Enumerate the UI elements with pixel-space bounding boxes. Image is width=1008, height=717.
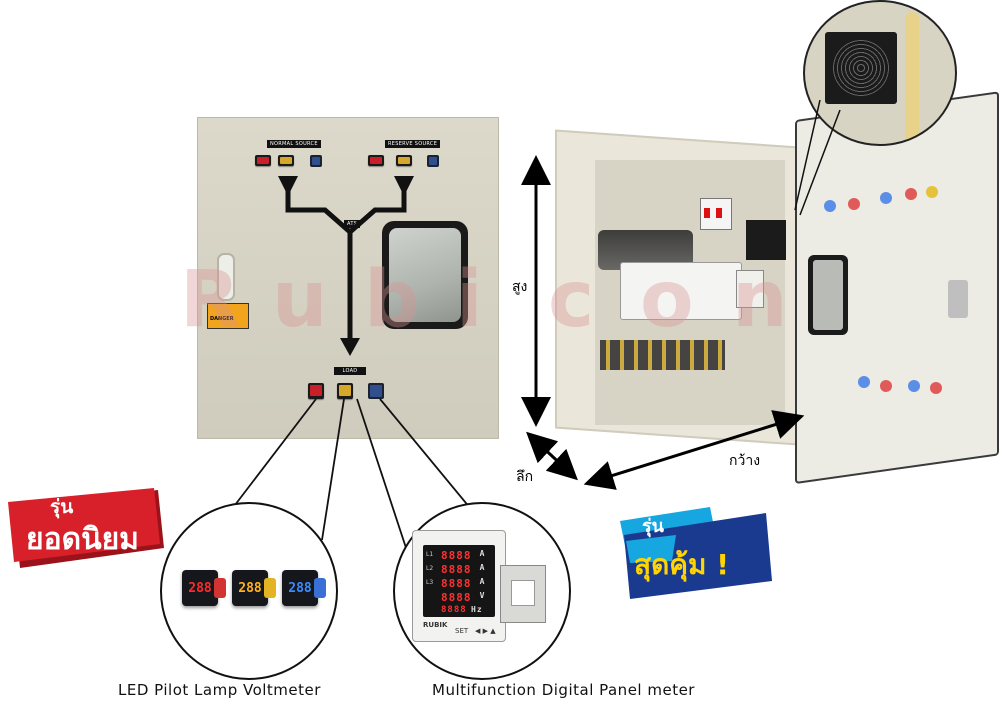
caption-digital-meter: Multifunction Digital Panel meter	[432, 681, 695, 699]
depth-label: ลึก	[516, 469, 534, 485]
pilot-lamp-yellow: 288	[232, 570, 276, 606]
meter-row-value: 8888	[441, 549, 472, 562]
meter-row-unit: V	[479, 591, 486, 600]
height-label: สูง	[512, 279, 528, 295]
meter-label-l3: L3	[426, 579, 434, 586]
meter-viewing-window	[382, 221, 468, 329]
load-red-meter	[308, 383, 324, 399]
normal-red-meter	[255, 155, 271, 166]
reserve-red-meter	[368, 155, 384, 166]
door-viewing-window	[808, 255, 848, 335]
load-blue-lamp	[368, 383, 384, 399]
pilot-lamp-red-display: 288	[188, 580, 212, 596]
meter-row-unit: Hz	[471, 605, 483, 614]
door-lamp-blue-2	[880, 192, 892, 204]
pilot-lamp-blue-display: 288	[288, 580, 312, 596]
meter-row-unit: A	[479, 563, 486, 572]
value-badge-line1: รุ่น	[642, 516, 664, 537]
door-lamp-blue-1	[824, 200, 836, 212]
popular-model-badge: รุ่น ยอดนิยม	[8, 488, 166, 578]
ats-switch-unit	[620, 262, 742, 320]
normal-yellow-meter	[278, 155, 294, 166]
danger-warning-plate: DANGER	[207, 303, 249, 329]
ats-tag: ATS	[344, 220, 361, 228]
cabinet-fan-icon	[746, 220, 786, 260]
meter-row-unit: A	[479, 577, 486, 586]
danger-label: DANGER	[210, 316, 234, 322]
meter-set-button: SET	[455, 627, 469, 635]
width-label: กว้าง	[729, 453, 761, 469]
pilot-lamp-yellow-display: 288	[238, 580, 262, 596]
pilot-lamp-callout-circle: 288 288 288	[160, 502, 338, 680]
door-lamp-yellow	[926, 186, 938, 198]
door-lamp-blue-3	[858, 376, 870, 388]
terminal-block-strip	[600, 340, 725, 370]
caption-pilot-lamp: LED Pilot Lamp Voltmeter	[118, 681, 321, 699]
best-value-badge: รุ่น สุดคุ้ม !	[620, 505, 772, 600]
pilot-lamp-blue: 288	[282, 570, 326, 606]
pilot-lamp-red: 288	[182, 570, 226, 606]
door-lamp-blue-4	[908, 380, 920, 392]
current-transformer	[500, 565, 546, 623]
reserve-blue-lamp	[427, 155, 439, 167]
meter-row-value: 8888	[441, 591, 472, 604]
popular-badge-line1: รุ่น	[50, 496, 74, 518]
exhaust-fan-icon	[825, 32, 897, 104]
breaker-switch-1	[704, 208, 710, 218]
reserve-source-tag: RESERVE SOURCE	[385, 140, 441, 148]
fan-zoom-circle	[803, 0, 957, 146]
load-tag: LOAD	[334, 367, 366, 375]
meter-arrow-buttons: ◀ ▶ ▲	[475, 627, 496, 635]
door-lamp-red-2	[905, 188, 917, 200]
meter-row-unit: A	[479, 549, 486, 558]
meter-row-value: 8888	[441, 605, 467, 615]
normal-source-tag: NORMAL SOURCE	[267, 140, 321, 148]
meter-brand: RUBIK	[423, 621, 448, 629]
meter-row-value: 8888	[441, 563, 472, 576]
door-lamp-red-3	[880, 380, 892, 392]
meter-label-l1: L1	[426, 551, 434, 558]
meter-label-l2: L2	[426, 565, 434, 572]
popular-badge-line2: ยอดนิยม	[26, 522, 139, 557]
ats-controller-display	[736, 270, 764, 308]
door-latch-handle[interactable]	[948, 280, 968, 318]
value-badge-line2: สุดคุ้ม !	[634, 548, 729, 581]
door-lamp-red-4	[930, 382, 942, 394]
panel-handle-lock[interactable]	[217, 253, 235, 301]
meter-row-value: 8888	[441, 577, 472, 590]
breaker-switch-2	[716, 208, 722, 218]
normal-blue-lamp	[310, 155, 322, 167]
reserve-yellow-meter	[396, 155, 412, 166]
door-lamp-red-1	[848, 198, 860, 210]
load-yellow-meter	[337, 383, 353, 399]
